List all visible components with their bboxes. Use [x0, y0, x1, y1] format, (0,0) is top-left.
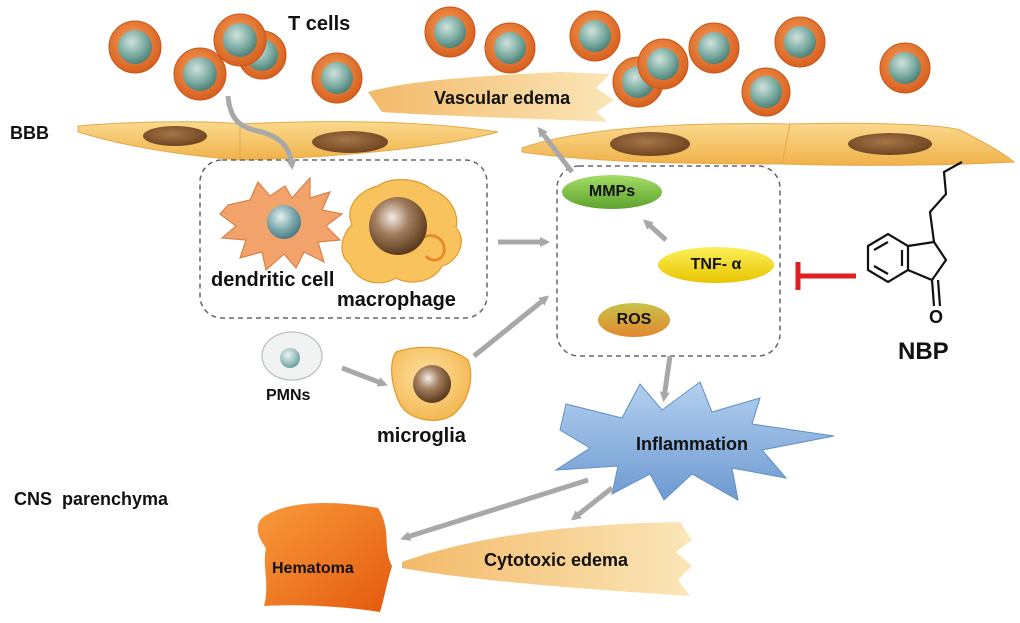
t-cell — [637, 38, 689, 90]
carbonyl-oxygen-label: O — [929, 307, 944, 327]
cytotoxic-edema-shape — [402, 522, 692, 596]
arrow-inflammation-to-cytotoxic — [570, 486, 614, 521]
macrophage-organelle — [421, 234, 446, 262]
arrow-tnf-to-mmps — [643, 219, 668, 242]
dendritic-cell — [219, 176, 344, 272]
t-cell — [311, 52, 363, 104]
bbb-nucleus — [143, 126, 207, 146]
ros-ellipse — [598, 303, 670, 337]
apc-box — [199, 159, 488, 319]
arrow-mediators-to-inflammation — [659, 355, 673, 402]
t-cell — [774, 16, 826, 68]
bbb-nucleus — [610, 132, 690, 156]
vascular-edema-label: Vascular edema — [434, 88, 571, 108]
t-cells-label: T cells — [288, 13, 351, 35]
t-cell — [424, 6, 476, 58]
pmns-label: PMNs — [266, 387, 311, 404]
pmn-cell — [261, 331, 323, 381]
vascular-edema-shape — [368, 72, 614, 122]
tnf-alpha-ellipse — [658, 247, 774, 283]
bbb-nucleus — [848, 133, 932, 155]
mmps-label: MMPs — [588, 183, 636, 200]
macrophage-cell — [341, 179, 462, 284]
cytotoxic-edema-label: Cytotoxic edema — [484, 550, 629, 570]
t-cell — [213, 13, 267, 67]
t-cell — [879, 42, 931, 94]
arrow-microglia-to-mediators — [472, 295, 550, 358]
microglia-cell — [391, 346, 472, 421]
ros-label: ROS — [616, 311, 652, 328]
t-cell — [569, 10, 621, 62]
arrow-tcell-to-apc — [225, 95, 297, 170]
mmps-ellipse — [562, 175, 662, 209]
t-cell — [108, 20, 162, 74]
inflammation-label: Inflammation — [635, 434, 749, 454]
nbp-inhibition — [795, 262, 856, 290]
t-cell — [484, 22, 536, 74]
macrophage-nucleus — [369, 197, 427, 255]
inflammation-burst — [554, 381, 835, 501]
bbb-nucleus — [312, 131, 388, 153]
t-cell — [173, 47, 227, 101]
hematoma-label: Hematoma — [272, 560, 354, 577]
nbp-label: NBP — [898, 338, 949, 365]
bbb-layer — [77, 121, 1016, 166]
t-cells-group — [108, 6, 931, 117]
dendritic-cell-label: dendritic cell — [211, 269, 335, 291]
t-cell — [688, 22, 740, 74]
microglia-label: microglia — [377, 425, 466, 447]
arrow-mmps-to-edema — [537, 126, 574, 174]
hematoma-shape — [257, 503, 392, 612]
tnf-alpha-label: TNF- α — [690, 256, 742, 273]
pmn-nucleus — [280, 348, 300, 368]
cns-parenchyma-label: CNS parenchyma — [14, 489, 169, 509]
nbp-structure — [866, 161, 963, 307]
t-cell — [741, 67, 791, 117]
bbb-label: BBB — [10, 123, 49, 143]
microglia-nucleus — [413, 365, 451, 403]
macrophage-label: macrophage — [337, 289, 456, 311]
dendritic-nucleus — [267, 205, 301, 239]
arrows-group — [225, 95, 673, 541]
arrow-pmn-to-microglia — [341, 365, 388, 387]
arrow-inflammation-to-hematoma — [400, 477, 589, 541]
